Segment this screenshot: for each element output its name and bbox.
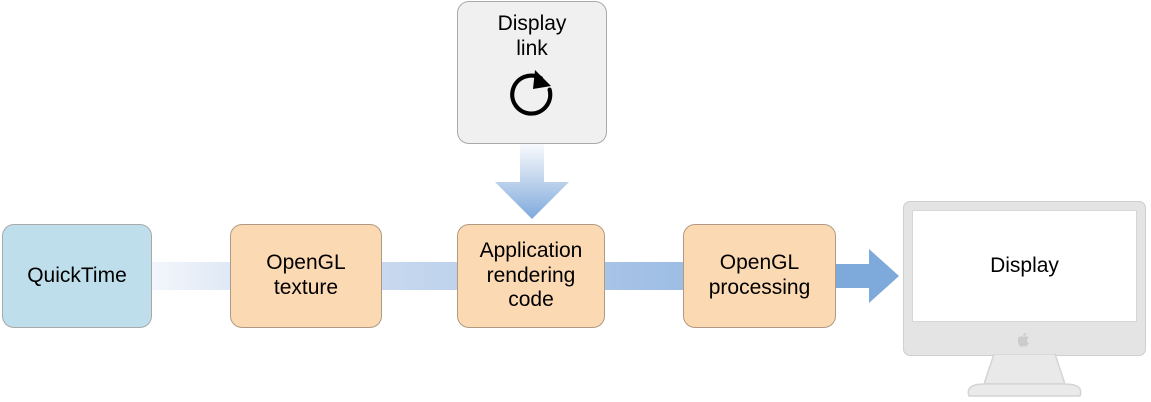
node-display-link-line2: link [516, 36, 548, 60]
display-monitor[interactable]: Display [903, 201, 1146, 397]
node-opengl-texture-line1: OpenGL [266, 251, 346, 275]
node-opengl-processing-line2: processing [708, 276, 811, 299]
connector-texture-to-app-rendering [378, 262, 462, 290]
node-opengl-processing-line1: OpenGL [719, 251, 800, 275]
node-display-link-line1: Display [497, 12, 567, 35]
apple-logo-icon [1018, 332, 1029, 347]
monitor-screen-label: Display [990, 254, 1059, 277]
node-quicktime[interactable]: QuickTime [2, 224, 152, 328]
monitor-foot [967, 383, 1082, 397]
node-opengl-processing[interactable]: OpenGL processing [683, 224, 836, 328]
node-app-rendering-line3: code [508, 288, 554, 312]
node-quicktime-label: QuickTime [27, 263, 127, 287]
node-opengl-texture-label: OpenGL texture [266, 251, 345, 301]
connector-quicktime-to-texture [148, 262, 236, 290]
node-app-rendering-line2: rendering [486, 263, 576, 287]
node-opengl-texture[interactable]: OpenGL texture [230, 224, 382, 328]
node-app-rendering-line1: Application [479, 238, 583, 262]
arrow-processing-to-display [832, 249, 899, 303]
circular-refresh-arrow-icon [510, 69, 553, 116]
arrow-display-link-to-app-rendering [495, 142, 569, 219]
node-display-link[interactable]: Display link [457, 1, 607, 144]
monitor-screen: Display [912, 210, 1137, 322]
connector-app-rendering-to-processing [601, 262, 687, 290]
node-opengl-processing-label: OpenGL processing [709, 251, 811, 301]
node-display-link-label: Display link [458, 12, 606, 62]
monitor-chin [905, 325, 1144, 354]
node-application-rendering-code[interactable]: Application rendering code [457, 224, 605, 328]
monitor-stand [984, 354, 1065, 385]
node-application-rendering-code-label: Application rendering code [480, 239, 583, 313]
node-opengl-texture-line2: texture [273, 276, 339, 299]
